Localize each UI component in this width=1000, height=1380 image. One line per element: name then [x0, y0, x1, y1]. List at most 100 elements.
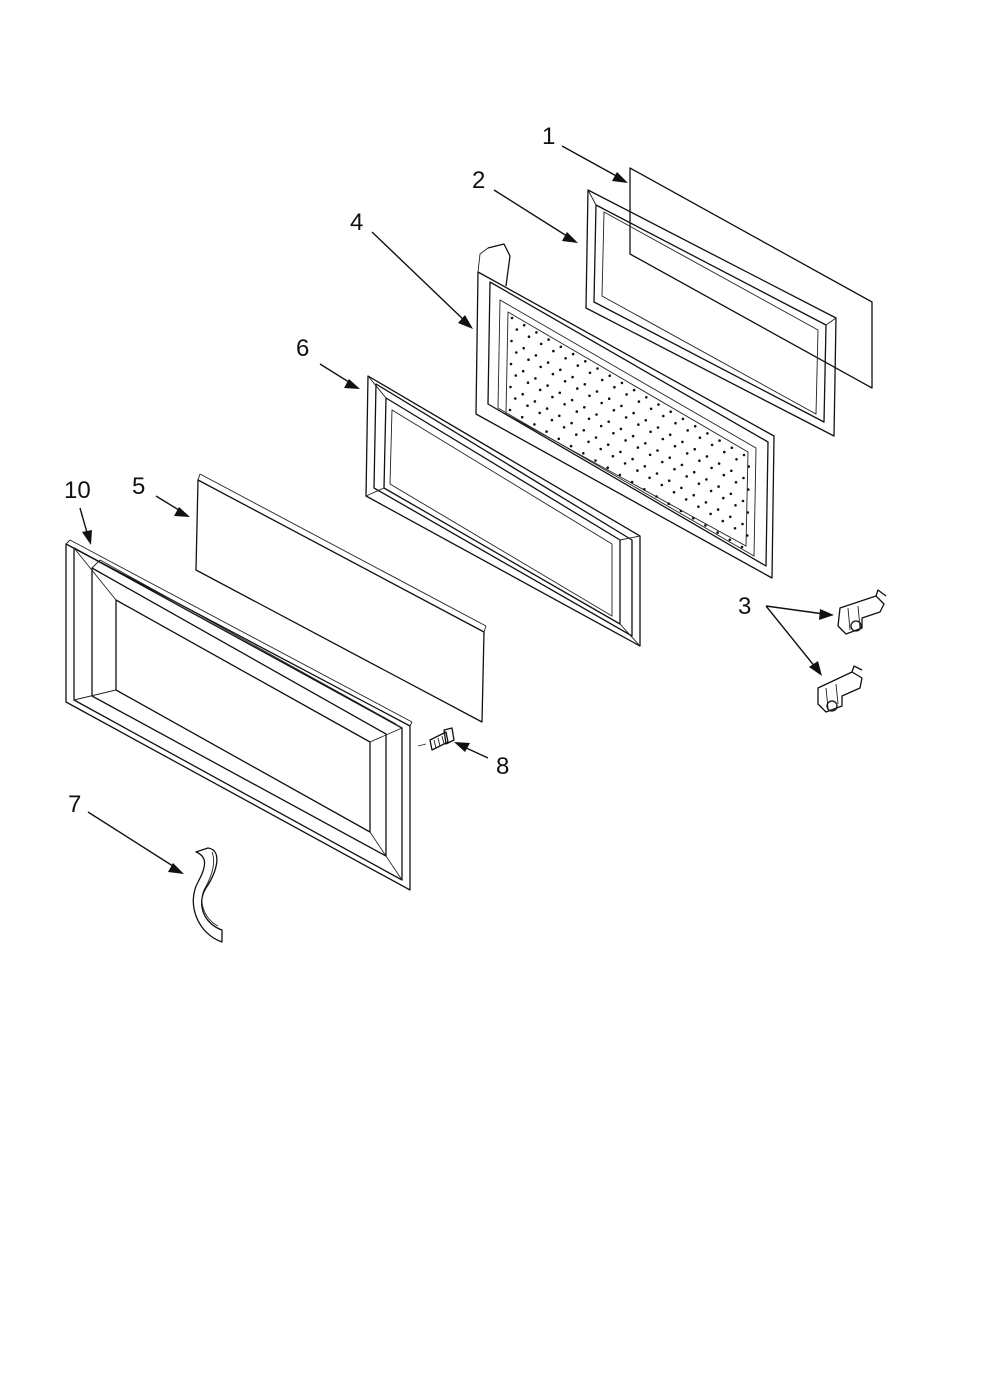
leader-line-3-lower: [765, 605, 822, 676]
perforation-dot: [539, 342, 543, 346]
perforation-dots: [508, 316, 751, 549]
leader-line-7: [87, 811, 184, 874]
perforation-dot: [552, 349, 555, 353]
label-part-10: 10: [64, 477, 91, 504]
perforation-dot: [558, 414, 561, 418]
perforation-dot: [533, 423, 536, 426]
perforation-dot: [709, 512, 712, 516]
perforation-dot: [522, 346, 525, 350]
label-part-2: 2: [472, 167, 485, 194]
perforation-dot: [582, 452, 585, 455]
leader-line-6: [319, 363, 360, 389]
perforation-dot: [624, 416, 628, 419]
perforation-dot: [509, 385, 512, 389]
perforation-dot: [588, 371, 592, 375]
perforation-dot: [545, 430, 548, 433]
perforation-dot: [520, 415, 524, 419]
perforation-dot: [679, 509, 683, 513]
part-8-screw: [417, 727, 455, 751]
perforation-dot: [624, 439, 627, 442]
part-4-perforated-panel: [475, 243, 775, 579]
perforation-dot: [539, 365, 542, 369]
leader-line-1: [561, 145, 628, 183]
perforation-dot: [680, 486, 683, 490]
perforation-dot: [705, 455, 709, 458]
perforation-dot: [722, 496, 725, 500]
leader-line-8: [454, 742, 489, 759]
label-part-6: 6: [296, 335, 309, 362]
perforation-dot: [620, 404, 623, 408]
perforation-dot: [649, 407, 653, 411]
perforation-dot: [563, 403, 566, 406]
perforation-dot: [709, 489, 713, 493]
perforation-dot: [716, 531, 719, 534]
perforation-dot: [735, 458, 738, 461]
part-6-gasket-frame: [365, 375, 641, 647]
perforation-dot: [575, 410, 579, 413]
perforation-dot: [570, 398, 574, 402]
label-part-1: 1: [542, 123, 555, 150]
perforation-dot: [740, 545, 744, 549]
perforation-dot: [667, 479, 671, 483]
perforation-dot: [649, 430, 652, 434]
perforation-dot: [705, 478, 708, 481]
perforation-dot: [667, 502, 670, 506]
perforation-dot: [545, 407, 549, 410]
perforation-dot: [729, 492, 733, 496]
part-5-window-glass: [195, 473, 487, 723]
perforation-dot: [636, 469, 639, 472]
perforation-dot: [734, 481, 738, 484]
perforation-dot: [612, 431, 615, 435]
part-3-latch-hook-upper: [837, 589, 887, 635]
perforation-dot: [508, 408, 512, 412]
label-part-4: 4: [350, 209, 363, 236]
perforation-dot: [680, 463, 684, 467]
perforation-dot: [668, 433, 672, 437]
perforation-dot: [515, 351, 518, 354]
perforation-dot: [730, 446, 734, 450]
part-7-handle-bracket: [192, 847, 223, 943]
perforation-dot: [514, 397, 517, 400]
perforation-dot: [607, 420, 610, 424]
perforation-dot: [686, 429, 689, 432]
perforation-dot: [661, 437, 665, 441]
leader-line-4: [371, 231, 473, 329]
part-3-latch-hook-lower: [817, 665, 863, 713]
perforation-dot: [693, 447, 696, 451]
label-part-7: 7: [68, 791, 81, 818]
perforation-dot: [558, 391, 562, 395]
perforation-dot: [742, 453, 746, 457]
perforation-dot: [698, 459, 701, 463]
perforation-dot: [606, 466, 609, 470]
perforation-dot: [704, 501, 708, 504]
perforation-dot: [674, 421, 677, 425]
perforation-dot: [611, 454, 615, 458]
perforation-dot: [684, 498, 688, 501]
perforation-dot: [563, 380, 567, 383]
perforation-dot: [733, 527, 737, 530]
perforation-dot: [571, 375, 574, 379]
perforation-dot: [559, 345, 563, 349]
perforation-dot: [526, 404, 529, 408]
perforation-dot: [538, 411, 541, 415]
perforation-dot: [533, 400, 537, 403]
perforation-dot: [637, 423, 640, 426]
perforation-dot: [721, 519, 725, 523]
perforation-dot: [681, 417, 685, 421]
perforation-dot: [596, 367, 599, 370]
perforation-dot: [599, 447, 602, 451]
perforation-dot: [742, 476, 745, 480]
perforation-dot: [698, 436, 702, 440]
label-part-3: 3: [738, 593, 751, 620]
perforation-dot: [619, 427, 623, 431]
perforation-dot: [535, 331, 538, 334]
perforation-dot: [527, 358, 530, 362]
perforation-dot: [522, 323, 526, 327]
perforation-dot: [576, 387, 579, 390]
perforation-dot: [613, 385, 616, 389]
perforation-dot: [672, 490, 676, 494]
perforation-dot: [643, 488, 646, 491]
perforation-dot: [636, 446, 640, 449]
perforation-dot: [723, 450, 726, 454]
